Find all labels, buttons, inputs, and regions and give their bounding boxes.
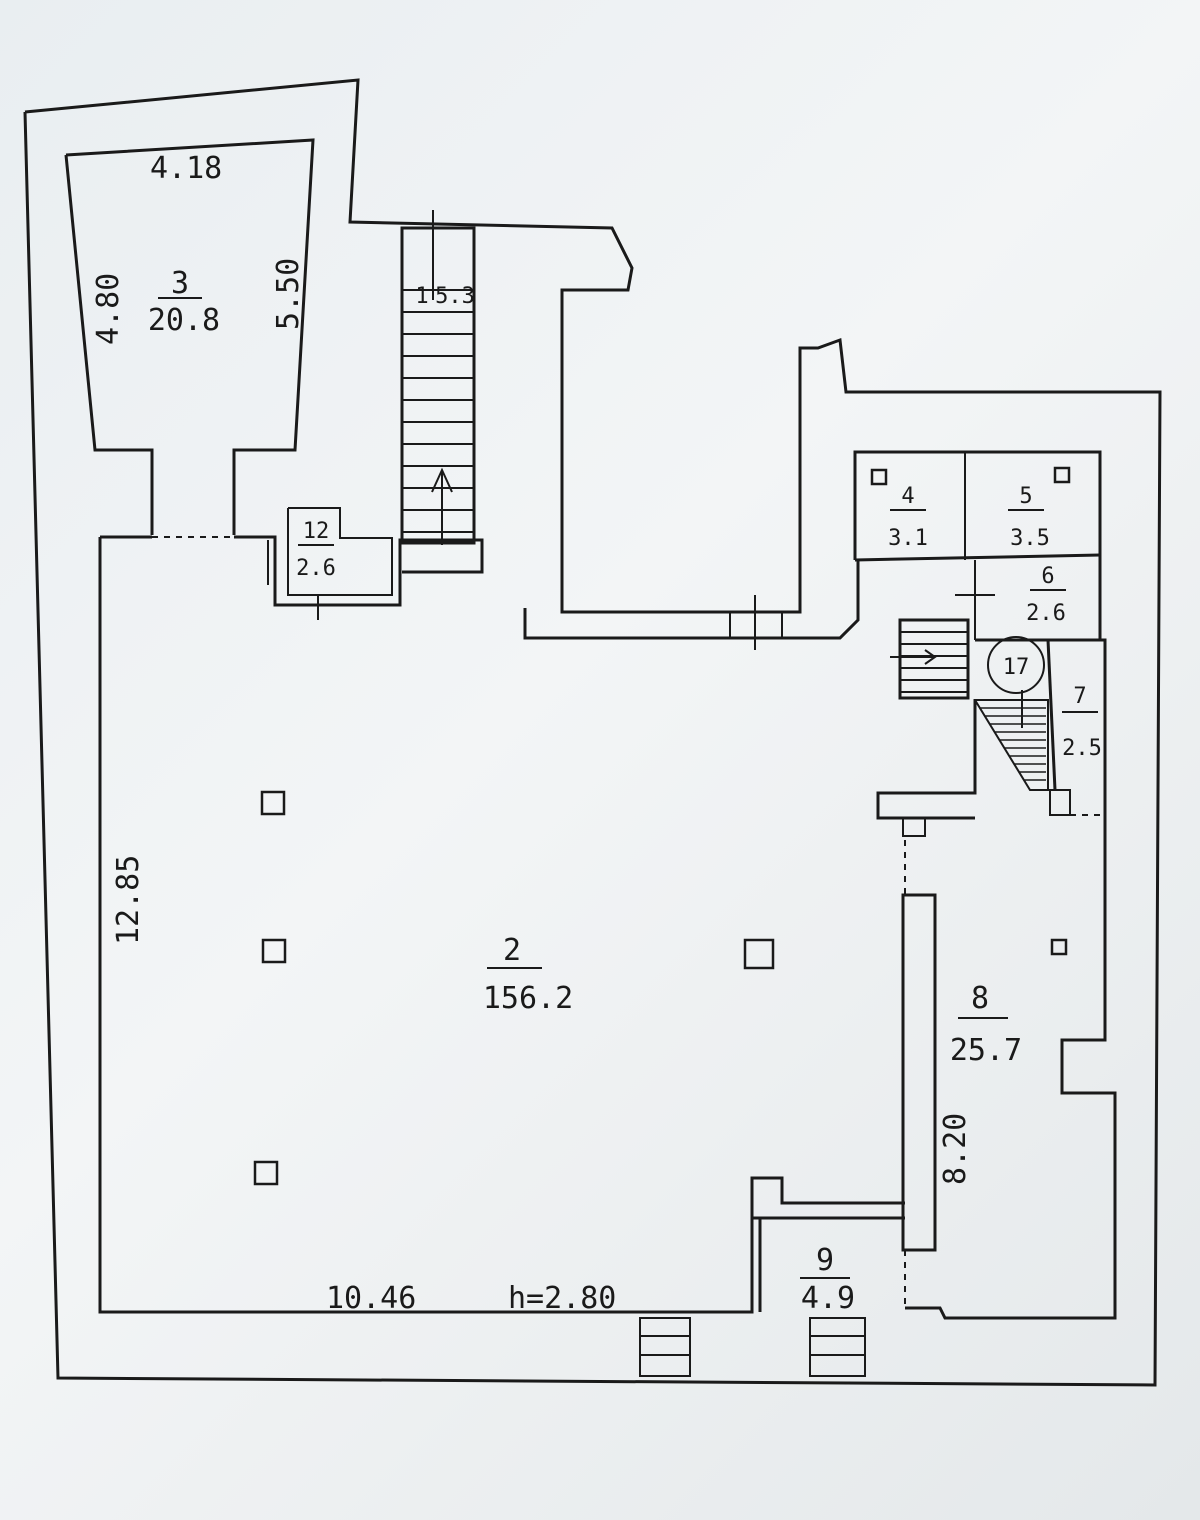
pillar — [261, 938, 287, 964]
room-8-right-wall — [905, 815, 1117, 1320]
svg-text:6: 6 — [1041, 564, 1054, 589]
dim-ceiling-height: h=2.80 — [508, 1281, 616, 1316]
svg-text:7: 7 — [1073, 684, 1086, 709]
room-3-wall-left — [64, 154, 154, 535]
room-label-7: 7 2.5 — [1062, 684, 1102, 761]
dim-main-bottom: 10.46 — [326, 1281, 416, 1316]
dim-room3-top: 4.18 — [150, 151, 222, 186]
outer-wall — [23, 78, 1162, 1387]
room-7-wall — [1048, 638, 1107, 815]
room-label-3: 3 20.8 — [148, 266, 220, 338]
svg-text:9: 9 — [816, 1243, 834, 1278]
svg-text:1: 1 — [415, 284, 428, 309]
room-label-6: 6 2.6 — [1026, 564, 1066, 626]
svg-text:5: 5 — [1019, 484, 1032, 509]
svg-text:4: 4 — [901, 484, 914, 509]
svg-text:2.5: 2.5 — [1062, 736, 1102, 761]
stair-17-hatch — [979, 707, 1046, 781]
room-8-post — [902, 817, 926, 837]
room-label-9: 9 4.9 — [800, 1243, 855, 1316]
pillar — [743, 938, 775, 970]
room-8-vent — [1050, 938, 1068, 956]
pillar — [253, 1160, 279, 1186]
svg-text:8: 8 — [971, 981, 989, 1016]
dim-room3-left: 4.80 — [91, 273, 126, 345]
entrance-steps-left — [639, 1317, 691, 1377]
svg-text:4.9: 4.9 — [801, 1281, 855, 1316]
stair-17-wedge — [973, 699, 1049, 791]
room-label-8: 8 25.7 — [950, 981, 1022, 1068]
room-8-wall — [876, 700, 977, 820]
svg-text:2: 2 — [503, 933, 521, 968]
marker-label: 17 — [1003, 655, 1030, 680]
dim-room3-right: 5.50 — [271, 258, 306, 330]
room-label-5: 5 3.5 — [1008, 484, 1050, 551]
pillar — [260, 790, 286, 816]
room-5-vent — [1053, 466, 1071, 484]
svg-text:12: 12 — [303, 519, 330, 544]
room-4-vent — [870, 468, 888, 486]
dim-room8-partition: 8.20 — [938, 1113, 973, 1185]
room-label-1: 1 5.3 — [415, 284, 475, 309]
room-7-step — [1049, 789, 1071, 816]
svg-text:20.8: 20.8 — [148, 303, 220, 338]
dim-main-left: 12.85 — [111, 855, 146, 945]
svg-text:2.6: 2.6 — [296, 556, 336, 581]
svg-text:25.7: 25.7 — [950, 1033, 1022, 1068]
stair-17 — [898, 618, 970, 700]
main-hall-corridor-wall — [523, 560, 860, 640]
marker-circle — [987, 636, 1045, 694]
room-label-12: 12 2.6 — [296, 519, 336, 581]
stair-17-treads — [900, 631, 968, 693]
room-label-2: 2 156.2 — [483, 933, 573, 1016]
room-4-5-bottom — [854, 553, 1101, 562]
svg-text:2.6: 2.6 — [1026, 601, 1066, 626]
room-12-wall — [287, 507, 393, 596]
room-label-4: 4 3.1 — [888, 484, 928, 551]
stair-17-arrow-head — [924, 649, 937, 665]
stair-1-arrow-head — [431, 467, 453, 493]
room-7-left — [1046, 639, 1057, 791]
svg-text:156.2: 156.2 — [483, 981, 573, 1016]
room-3-wall — [65, 138, 315, 535]
svg-text:3.1: 3.1 — [888, 526, 928, 551]
svg-text:5.3: 5.3 — [435, 284, 475, 309]
stair-1 — [400, 226, 476, 545]
svg-text:3: 3 — [171, 266, 189, 301]
stair-1-treads — [402, 289, 474, 533]
room-8-partition — [901, 893, 937, 1252]
svg-text:3.5: 3.5 — [1010, 526, 1050, 551]
entrance-steps-right — [809, 1317, 866, 1377]
main-hall-wall-top-right — [234, 535, 484, 607]
main-hall-wall — [98, 537, 905, 1314]
